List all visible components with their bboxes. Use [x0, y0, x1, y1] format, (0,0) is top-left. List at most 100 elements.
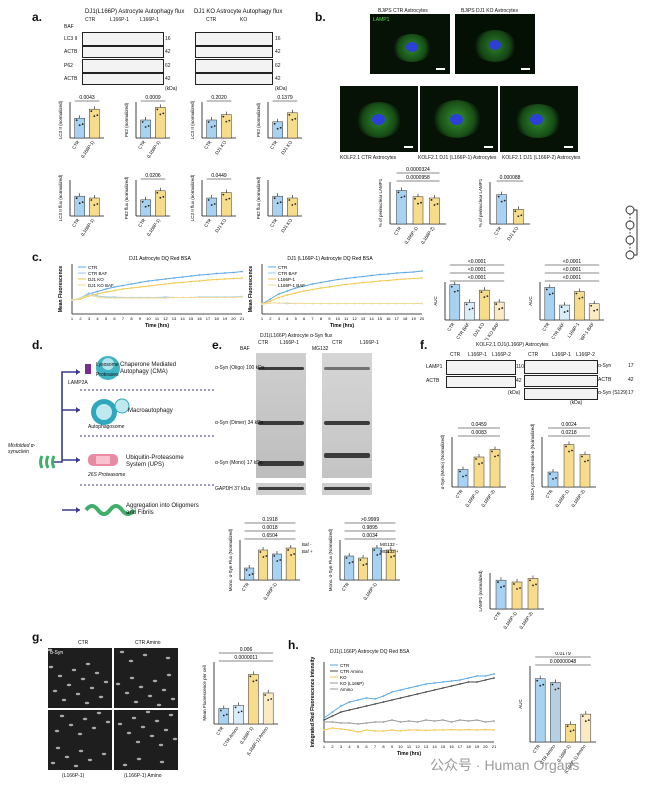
data-point — [340, 705, 342, 707]
tick-label: 17 — [458, 744, 463, 749]
data-point — [232, 277, 235, 280]
data-point — [207, 121, 210, 123]
tick-label: 21 — [240, 316, 245, 321]
data-point — [269, 298, 272, 300]
lamp2a-icon — [85, 364, 91, 374]
panel-b-bar-charts: CTR(L166P-1)(L166P-2)% of perinuclear LA… — [378, 167, 530, 245]
tick-label: CTR — [241, 581, 251, 592]
sub-label: 26S Proteasome — [88, 472, 126, 478]
data-point — [234, 706, 237, 709]
tick-label: CTR — [446, 321, 456, 332]
blot-actb — [446, 376, 516, 388]
bar — [495, 579, 507, 610]
data-point — [147, 280, 150, 282]
bar — [550, 682, 561, 743]
data-point — [421, 302, 423, 305]
data-point — [93, 115, 96, 118]
cell — [172, 737, 178, 741]
bar — [233, 705, 244, 725]
lane-label: CTR — [450, 352, 461, 358]
legend-entry: KO (L166P) — [340, 681, 364, 686]
p-value: <0.0001 — [563, 259, 581, 265]
blot-actb-ko — [195, 73, 273, 85]
p-value: 0.9895 — [362, 525, 378, 531]
data-point — [198, 296, 201, 299]
data-point — [581, 455, 583, 458]
tick-label: CTR — [203, 217, 213, 228]
p-value: 0.2020 — [211, 95, 227, 101]
data-point — [568, 450, 570, 453]
tick-label: (L166P-1) — [146, 139, 162, 159]
data-point — [403, 195, 406, 198]
kda-label: 42 — [275, 76, 281, 82]
data-point — [494, 455, 496, 458]
cell — [138, 685, 144, 689]
data-point — [207, 296, 209, 299]
data-point — [382, 730, 385, 732]
data-point — [122, 288, 124, 290]
data-point — [291, 204, 294, 206]
tick-label: 2 — [331, 744, 334, 749]
panel-letter-h: h. — [288, 638, 299, 652]
cell — [57, 674, 63, 678]
panel-h-title: DJ1(L166P) Astrocyte DQ Red BSA — [330, 649, 410, 655]
data-point — [450, 685, 453, 687]
kda-label: 17 — [628, 390, 634, 396]
data-point — [497, 581, 499, 584]
data-point — [476, 675, 478, 677]
tick-label: (L166P-1) — [362, 581, 378, 601]
lane-label: L166P-1 — [140, 17, 159, 23]
data-point — [291, 118, 294, 121]
data-point — [210, 126, 213, 128]
img-label: KOLF2.1 CTR Astrocytes — [340, 155, 397, 161]
data-point — [228, 197, 231, 200]
data-point — [162, 112, 165, 115]
data-point — [459, 729, 461, 731]
data-point — [365, 705, 368, 707]
data-point — [412, 271, 415, 273]
chart-title: DJ1 Astrocyte DQ Red BSA — [129, 256, 191, 262]
data-point — [294, 117, 297, 120]
tick-label: 6 — [365, 744, 368, 749]
cell — [48, 648, 53, 652]
cell — [136, 757, 142, 761]
data-point — [516, 588, 518, 590]
y-axis-label: AUC — [518, 699, 523, 709]
data-point — [433, 720, 436, 722]
data-point — [320, 302, 322, 305]
data-point — [575, 292, 578, 295]
tick-label: 21 — [492, 744, 497, 749]
data-point — [122, 297, 124, 299]
legend-entry: Baf - — [302, 542, 312, 547]
cell — [135, 740, 141, 744]
data-point — [241, 270, 243, 273]
data-point — [476, 729, 478, 731]
sub-label: Proteases — [96, 372, 119, 378]
data-point — [391, 699, 393, 701]
data-point — [442, 681, 444, 683]
y-axis-label: Mean Fluorescence per cell — [202, 665, 207, 720]
outline-nav-icon[interactable] — [620, 200, 640, 270]
blot-alpha-syn-s129 — [524, 388, 598, 400]
cell — [64, 755, 70, 759]
data-point — [245, 569, 248, 571]
tick-label: CTR — [492, 610, 502, 621]
data-point — [130, 287, 133, 289]
data-point — [213, 125, 216, 127]
data-point — [484, 679, 487, 681]
data-point — [587, 719, 590, 722]
data-point — [554, 688, 557, 691]
data-point — [566, 725, 569, 728]
blot-p62-ko — [195, 59, 273, 73]
data-point — [259, 551, 262, 553]
data-point — [288, 113, 291, 116]
data-point — [416, 721, 419, 723]
data-point — [294, 203, 297, 205]
blot-row-label: LC3 II — [64, 36, 78, 42]
data-point — [71, 299, 73, 301]
cell — [48, 665, 54, 669]
lane-label: L166P-1 — [110, 17, 129, 23]
data-point — [459, 719, 461, 721]
data-point — [459, 470, 461, 473]
data-point — [340, 711, 342, 713]
